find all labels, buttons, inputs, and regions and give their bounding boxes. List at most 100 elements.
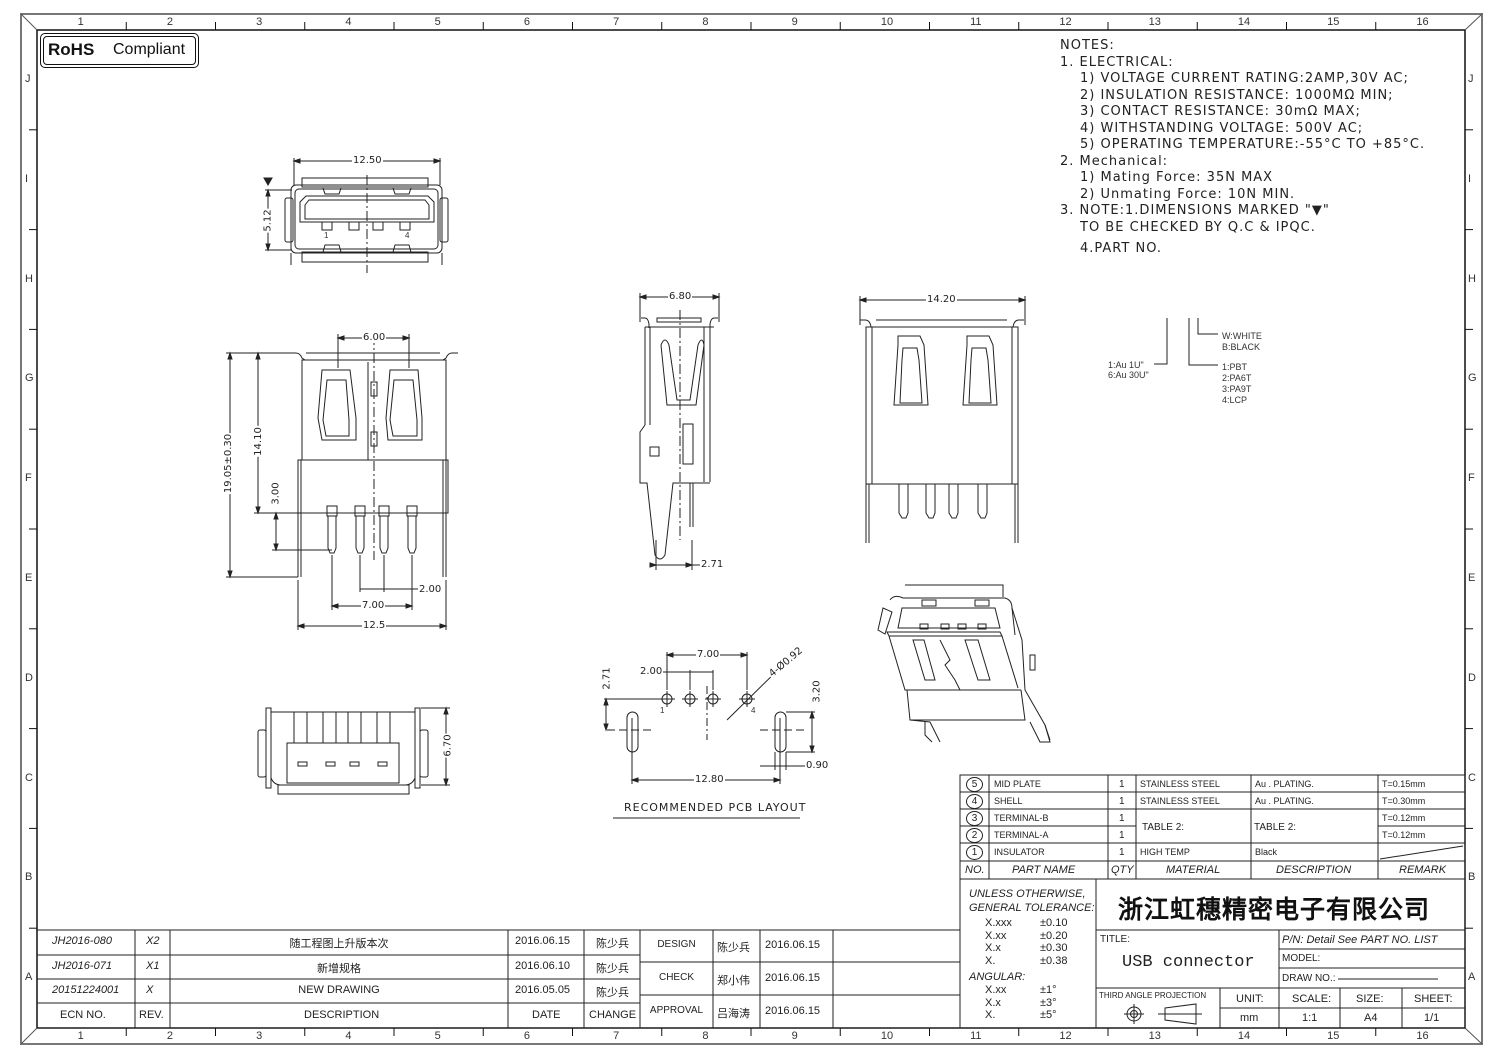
legend-material-2: 2:PA6T — [1222, 373, 1252, 383]
tolerance-value: ±0.20 — [1040, 929, 1068, 942]
row-label: D — [25, 671, 33, 684]
column-label: 7 — [613, 1030, 620, 1042]
note-line: 3) CONTACT RESISTANCE: 30mΩ MAX; — [1080, 104, 1361, 119]
tolerance-heading-1: UNLESS OTHERWISE, — [969, 888, 1086, 900]
rohs-bold: RoHS — [48, 40, 95, 59]
column-label: 12 — [1059, 16, 1072, 28]
rev-header-ecn: ECN NO. — [60, 1009, 106, 1021]
column-label: 11 — [970, 1030, 982, 1042]
legend-material-4: 4:LCP — [1222, 395, 1248, 405]
bom-description: Au . PLATING. — [1255, 796, 1314, 806]
bom-material: HIGH TEMP — [1140, 847, 1190, 857]
dim-front-pin-length: 3.00 — [270, 481, 282, 506]
column-label: 11 — [970, 16, 982, 28]
column-label: 1 — [77, 1030, 84, 1042]
revision-date: 2016.06.15 — [515, 935, 571, 947]
bom-remark: T=0.12mm — [1382, 813, 1426, 823]
column-label: 3 — [256, 16, 263, 28]
bom-part-name: MID PLATE — [994, 779, 1041, 789]
bom-item-number: 2 — [966, 828, 983, 843]
bom-remark: T=0.12mm — [1382, 830, 1426, 840]
column-label: 5 — [434, 16, 441, 28]
bom-item-number: 3 — [966, 811, 983, 826]
size-label: SIZE: — [1356, 993, 1384, 1005]
column-label: 6 — [523, 16, 530, 28]
column-label: 2 — [166, 1030, 173, 1042]
row-label: J — [25, 72, 31, 85]
dim-side-offset: 2.71 — [700, 559, 725, 570]
column-label: 10 — [880, 1030, 894, 1042]
note-line: 2) INSULATION RESISTANCE: 1000MΩ MIN; — [1080, 88, 1394, 103]
approval-name: 吕海涛 — [717, 1008, 750, 1020]
bom-part-name: INSULATOR — [994, 847, 1045, 857]
rev-header-rev: REV. — [139, 1009, 164, 1021]
note-line: 1. ELECTRICAL: — [1060, 55, 1174, 70]
revision-rev: X1 — [146, 959, 160, 972]
column-label: 16 — [1416, 16, 1429, 28]
revision-rev: X — [146, 984, 154, 996]
bom-item-number: 1 — [966, 845, 983, 860]
bom-qty: 1 — [1119, 847, 1125, 858]
bom-header-material: MATERIAL — [1166, 864, 1221, 876]
bom-description: Black — [1255, 847, 1278, 857]
column-label: 14 — [1237, 16, 1251, 28]
revision-date: 2016.05.05 — [515, 984, 571, 996]
legend-material-1: 1:PBT — [1222, 362, 1248, 372]
dim-bottom-height: 6.70 — [442, 733, 454, 758]
bom-description: Au . PLATING. — [1255, 779, 1314, 789]
column-label: 4 — [345, 1030, 352, 1042]
pcb-dim-slot-span: 12.80 — [694, 774, 725, 785]
bom-material: STAINLESS STEEL — [1140, 779, 1220, 789]
approval-role: DESIGN — [657, 939, 696, 950]
tolerance-angular-label: ANGULAR: — [969, 971, 1026, 983]
rev-header-date: DATE — [532, 1009, 561, 1021]
rohs-text: Compliant — [113, 41, 186, 58]
note-line: 2) Unmating Force: 10N MIN. — [1080, 187, 1296, 202]
dim-front-body-height: 14.10 — [252, 426, 264, 457]
rev-header-desc: DESCRIPTION — [304, 1009, 380, 1021]
column-label: 15 — [1327, 1030, 1340, 1042]
scale-label: SCALE: — [1292, 993, 1332, 1005]
pcb-pin-1: 1 — [660, 706, 665, 715]
dim-front-outer-pins: 7.00 — [361, 600, 386, 611]
row-label: G — [1468, 372, 1477, 385]
column-label: 9 — [791, 16, 798, 28]
row-label: A — [25, 971, 33, 984]
note-line: 4) WITHSTANDING VOLTAGE: 500V AC; — [1080, 121, 1364, 136]
column-label: 10 — [880, 16, 894, 28]
pcb-pin-4: 4 — [751, 706, 756, 715]
approval-date: 2016.06.15 — [765, 939, 821, 951]
dim-front-pin-span: 6.00 — [362, 332, 387, 343]
title-label: TITLE: — [1100, 934, 1131, 945]
column-label: 12 — [1059, 1030, 1072, 1042]
tolerance-key: X.xx — [985, 929, 1007, 942]
bom-material: TABLE 2: — [1142, 822, 1185, 833]
row-label: I — [25, 172, 29, 185]
bom-qty: 1 — [1119, 779, 1125, 790]
revision-ecn: JH2016-071 — [52, 959, 112, 972]
pcb-dim-pitch-outer: 7.00 — [696, 649, 721, 660]
column-label: 13 — [1148, 16, 1161, 28]
tolerance-value: ±5° — [1040, 1009, 1057, 1021]
tolerance-key: X.x — [985, 942, 1001, 954]
revision-description: 新增规格 — [317, 962, 361, 975]
revision-description: 随工程图上升版本次 — [289, 938, 389, 950]
note-line: 1) Mating Force: 35N MAX — [1080, 170, 1274, 185]
row-label: J — [1468, 72, 1474, 85]
column-label: 8 — [702, 16, 709, 28]
bom-part-name: SHELL — [994, 796, 1023, 806]
note-line: 2. Mechanical: — [1060, 154, 1169, 169]
pin-1-label: 1 — [324, 231, 329, 240]
legend-color-2: B:BLACK — [1222, 342, 1261, 352]
model-label: MODEL: — [1282, 953, 1321, 964]
part-number: P/N: Detail See PART NO. LIST — [1282, 934, 1438, 946]
tolerance-value: ±0.38 — [1040, 954, 1068, 967]
column-label: 15 — [1327, 16, 1340, 28]
column-label: 5 — [434, 1030, 441, 1042]
column-label: 6 — [523, 1030, 530, 1042]
approval-role: CHECK — [658, 972, 694, 983]
tolerance-heading-2: GENERAL TOLERANCE: — [969, 902, 1095, 914]
pcb-dim-slot-length: 3.20 — [811, 679, 823, 704]
row-label: H — [1468, 272, 1476, 285]
sheet-value: 1/1 — [1424, 1012, 1440, 1024]
